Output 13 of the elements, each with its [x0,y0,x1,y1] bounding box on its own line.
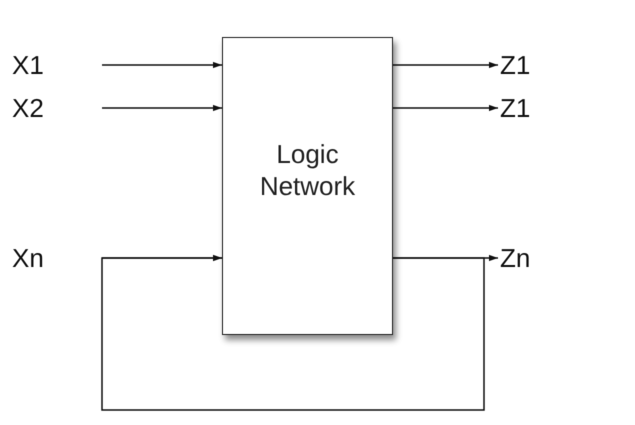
arrow [102,62,222,68]
signal-label: Z1 [500,93,540,123]
signal-label: X2 [12,93,52,123]
arrow [393,104,498,112]
block-label: Logic Network [258,138,356,202]
logic-block [222,37,393,335]
signal-label: Z1 [500,50,540,80]
arrow [102,104,222,112]
signal-label: Xn [12,243,52,273]
signal-label: Zn [500,243,540,273]
arrow [393,62,498,68]
signal-label: X1 [12,50,52,80]
feedback-arrow [101,254,485,411]
